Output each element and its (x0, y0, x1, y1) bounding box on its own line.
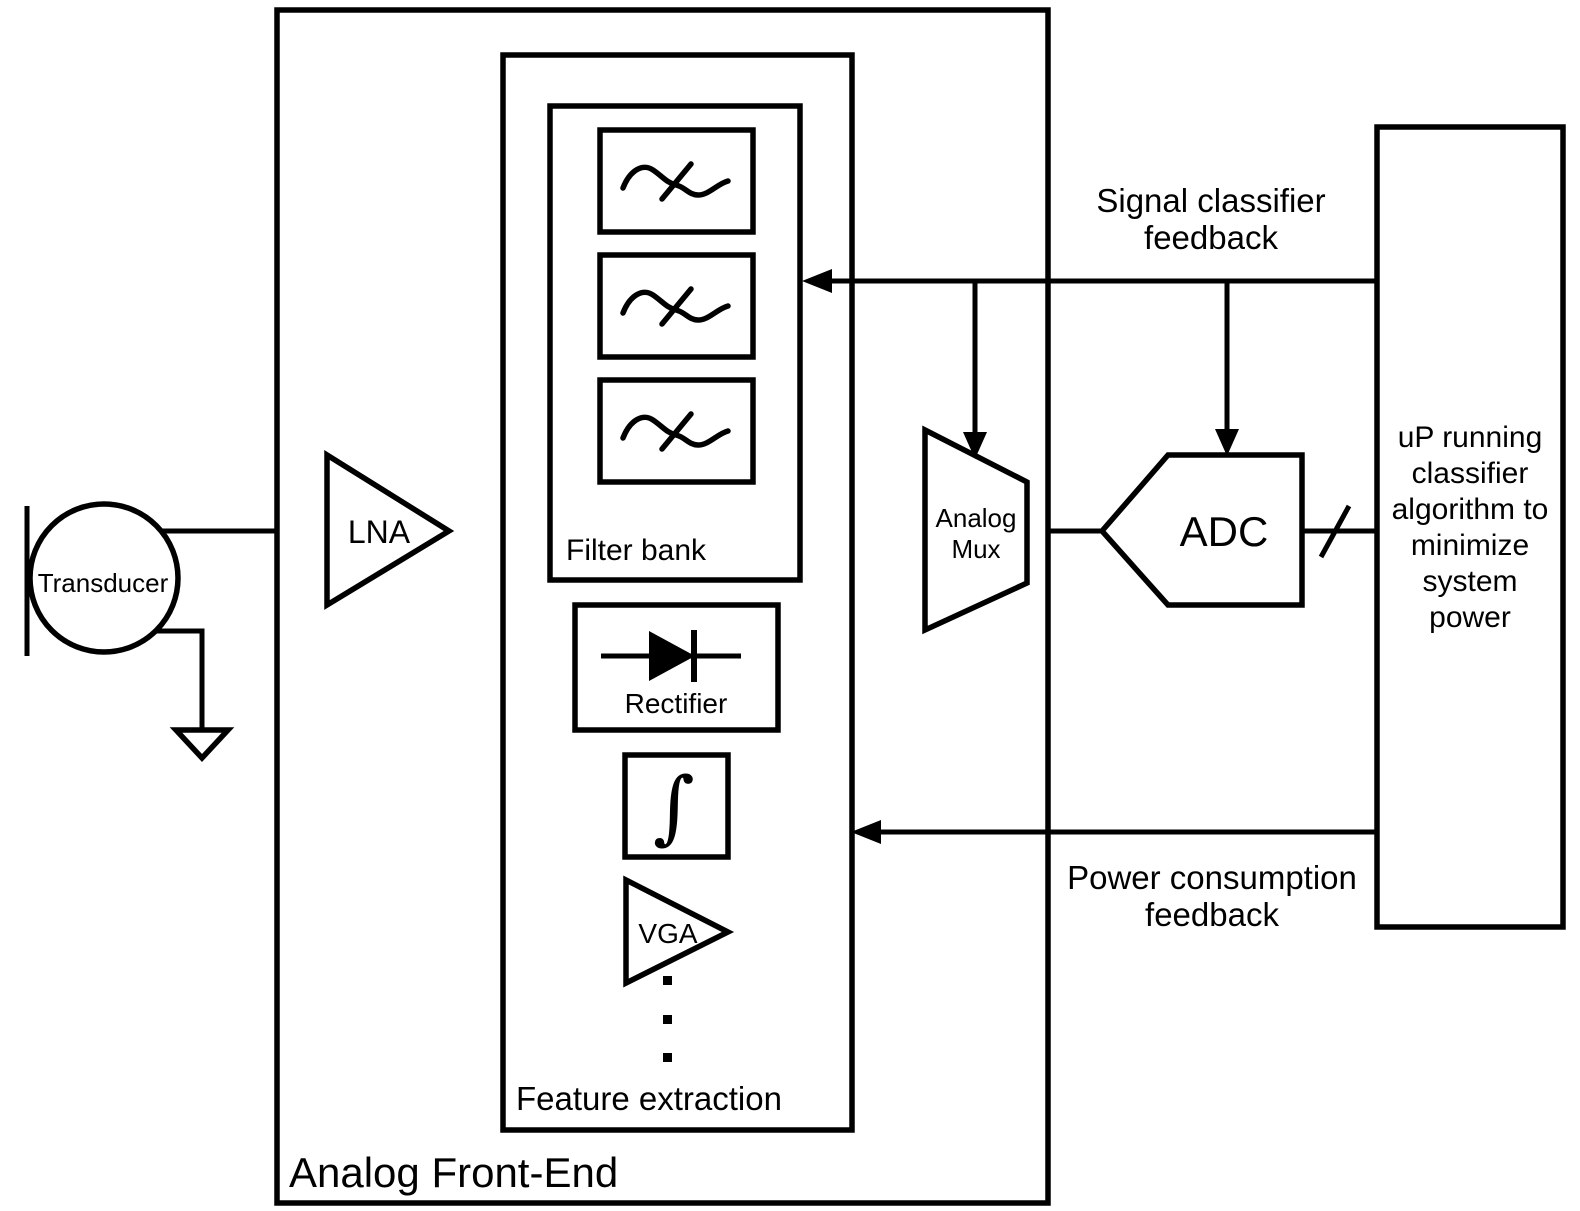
vga-amplifier: VGA (623, 875, 735, 988)
arrowhead-to-filter-bank (802, 269, 832, 293)
bus-slash-digital (1318, 504, 1352, 559)
arrowhead-to-analog-mux (963, 432, 987, 459)
transducer-label: Transducer (38, 568, 169, 598)
integrator-border (622, 752, 731, 860)
microprocessor-text-line: algorithm to (1392, 493, 1549, 526)
bandpass-filter-block-2 (597, 252, 756, 360)
transducer: Transducer (24, 501, 235, 763)
adc-label: ADC (1180, 508, 1269, 555)
adc-pentagon (1098, 452, 1305, 608)
lna-amplifier: LNA (324, 450, 455, 610)
microprocessor-text-line: power (1429, 601, 1511, 634)
transducer-ground-wire (157, 628, 205, 730)
integral-symbol: ∫ (653, 760, 695, 853)
feature-extraction-label: Feature extraction (516, 1080, 782, 1117)
bandpass-filter-icon (620, 286, 731, 327)
analog-mux-trapezoid (922, 425, 1030, 635)
bandpass-filter-icon (620, 161, 731, 202)
rectifier-label: Rectifier (625, 688, 728, 719)
vga-triangle (623, 875, 735, 988)
ellipsis-dots (663, 976, 672, 1062)
microprocessor-text-line: system (1422, 565, 1517, 598)
filter-bank: Filter bank (547, 103, 803, 583)
power-consumption-feedback: Power consumption feedback (851, 820, 1378, 933)
lna-triangle (324, 450, 455, 610)
analog-mux-label-bottom: Mux (951, 534, 1000, 564)
bandpass-filter-block-1 (597, 127, 756, 235)
microprocessor-box: uP running classifier algorithm to minim… (1374, 124, 1566, 930)
power-feedback-label-line2: feedback (1145, 896, 1279, 933)
adc-block: ADC (1098, 452, 1305, 608)
signal-feedback-label-line2: feedback (1144, 219, 1278, 256)
rectifier-block: Rectifier (572, 602, 781, 733)
microprocessor-text-line: classifier (1412, 457, 1529, 490)
rectifier-border (572, 602, 781, 733)
arrowhead-to-feature-extraction (851, 820, 881, 844)
power-feedback-label-line1: Power consumption (1067, 859, 1357, 896)
ground-symbol (169, 727, 235, 763)
lna-label: LNA (348, 514, 411, 550)
filter-bank-label: Filter bank (566, 534, 707, 567)
bandpass-filter-block-3 (597, 377, 756, 485)
signal-classifier-feedback: Signal classifier feedback (802, 182, 1378, 459)
microprocessor-text-line: minimize (1411, 529, 1529, 562)
integrator-block: ∫ (622, 752, 731, 860)
analog-mux-label-top: Analog (936, 503, 1017, 533)
arrowhead-to-adc (1215, 429, 1239, 456)
diode-icon (601, 630, 741, 682)
analog-mux: Analog Mux (922, 425, 1030, 635)
analog-front-end-label: Analog Front-End (289, 1149, 618, 1196)
microprocessor-border (1374, 124, 1566, 930)
microprocessor-text-line: uP running (1398, 421, 1543, 454)
bandpass-filter-icon (620, 411, 731, 452)
signal-feedback-label-line1: Signal classifier (1096, 182, 1325, 219)
vga-label: VGA (638, 918, 697, 949)
transducer-circle (27, 501, 181, 655)
